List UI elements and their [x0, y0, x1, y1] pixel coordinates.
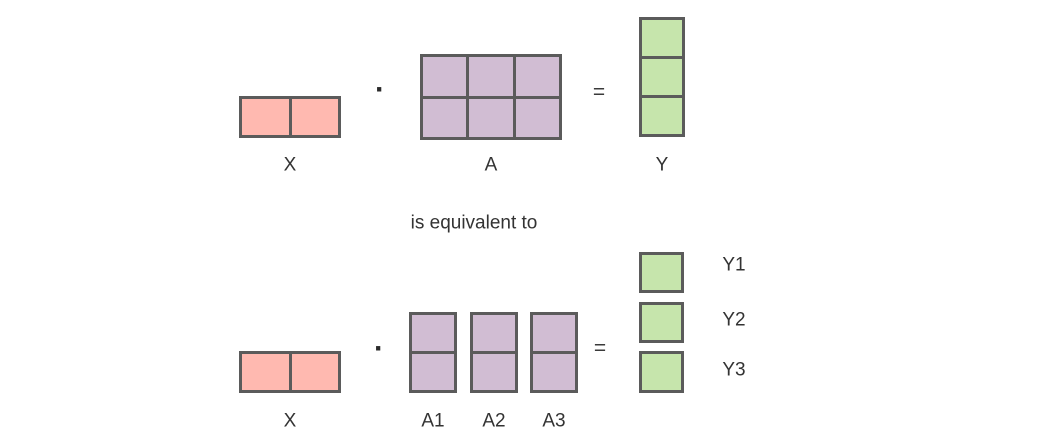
label-y2: Y2 [722, 309, 746, 331]
matrix-a3-cell [533, 315, 575, 351]
matrix-a3-column [530, 312, 578, 393]
matrix-y-cell [642, 98, 682, 134]
label-x-top: X [283, 154, 297, 176]
matrix-a2-column [470, 312, 518, 393]
matrix-x-top [239, 96, 341, 138]
multiply-dot-bottom: · [374, 332, 384, 365]
matrix-y3-cell [642, 354, 681, 390]
matrix-x-cell [291, 354, 338, 390]
matrix-a-cell [515, 57, 559, 96]
label-y3: Y3 [722, 359, 746, 381]
equals-sign-bottom: = [593, 336, 607, 360]
matrix-a-cell [515, 98, 559, 137]
label-x-bottom: X [283, 410, 297, 432]
label-a-top: A [484, 154, 498, 176]
matrix-y-top [639, 17, 685, 137]
matrix-a3-cell [533, 354, 575, 390]
label-y-top: Y [655, 154, 669, 176]
label-a1: A1 [421, 410, 445, 432]
matrix-a-top [420, 54, 562, 140]
matrix-a1-cell [412, 354, 454, 390]
label-a3: A3 [542, 410, 566, 432]
matrix-y1-block [639, 252, 684, 293]
matrix-a-cell [469, 98, 513, 137]
equals-sign-top: = [592, 80, 606, 104]
matrix-x-cell [242, 354, 289, 390]
matrix-a-cell [423, 98, 467, 137]
matrix-x-cell [291, 99, 338, 135]
matrix-y2-cell [642, 305, 681, 340]
matrix-y1-cell [642, 255, 681, 290]
matrix-x-cell [242, 99, 289, 135]
matrix-a2-cell [473, 354, 515, 390]
matrix-a-cell [423, 57, 467, 96]
matrix-a2-cell [473, 315, 515, 351]
matrix-a1-column [409, 312, 457, 393]
equivalence-text: is equivalent to [410, 212, 538, 234]
label-a2: A2 [482, 410, 506, 432]
matrix-y-cell [642, 20, 682, 56]
matrix-y2-block [639, 302, 684, 343]
matrix-a1-cell [412, 315, 454, 351]
matrix-y3-block [639, 351, 684, 393]
matrix-y-cell [642, 59, 682, 95]
label-y1: Y1 [722, 254, 746, 276]
matrix-a-cell [469, 57, 513, 96]
matrix-x-bottom [239, 351, 341, 393]
multiply-dot-top: · [375, 73, 385, 106]
